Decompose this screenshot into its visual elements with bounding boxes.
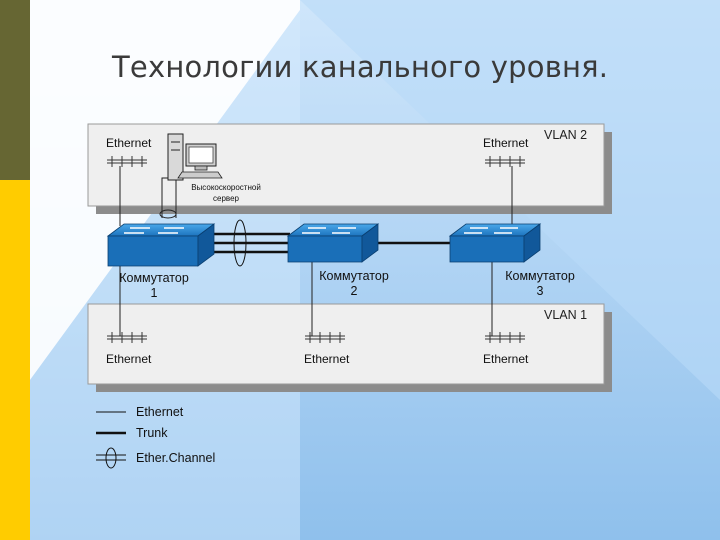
ethernet-label: Ethernet (304, 352, 350, 366)
legend-symbols (96, 411, 126, 469)
etherchannel-icon (233, 219, 247, 267)
etherchannel-icon (159, 209, 177, 219)
server-label-line1: Высокоскоростной (191, 183, 261, 192)
vlan1-label: VLAN 1 (544, 308, 588, 322)
switch-number: 1 (150, 286, 158, 300)
switch-name: Коммутатор (119, 271, 189, 285)
switch-label-3: Коммутатор 3 (500, 269, 580, 299)
switch-icon (448, 223, 542, 263)
switch-icon (286, 223, 380, 263)
ethernet-label: Ethernet (106, 352, 152, 366)
server-label: Высокоскоростной сервер (186, 182, 266, 204)
vlan2-label: VLAN 2 (544, 128, 588, 142)
ethernet-label: Ethernet (483, 136, 529, 150)
server-label-line2: сервер (213, 194, 239, 203)
legend-etherchannel: Ether.Channel (136, 451, 216, 465)
switch-name: Коммутатор (319, 269, 389, 283)
ethernet-label: Ethernet (106, 136, 152, 150)
side-bar-yellow (0, 180, 30, 540)
vlan1-panel (87, 303, 612, 392)
legend-trunk: Trunk (136, 426, 168, 440)
page-title: Технологии канального уровня. (112, 50, 609, 84)
side-bar-olive (0, 0, 30, 180)
switch-number: 2 (350, 284, 358, 298)
switch-icon (106, 223, 216, 267)
ethernet-links (119, 166, 513, 336)
ethernet-bus-icon (485, 156, 525, 167)
switch-number: 3 (536, 284, 544, 298)
switch-label-2: Коммутатор 2 (314, 269, 394, 299)
ethernet-bus-icon (305, 332, 345, 343)
switch-label-1: Коммутатор 1 (114, 271, 194, 301)
ethernet-bus-icon (107, 332, 147, 343)
switch-name: Коммутатор (505, 269, 575, 283)
ethernet-bus-icon (107, 156, 147, 167)
legend-ethernet: Ethernet (136, 405, 184, 419)
server-icon (167, 133, 223, 181)
ethernet-label: Ethernet (483, 352, 529, 366)
vlan2-panel (87, 123, 612, 214)
